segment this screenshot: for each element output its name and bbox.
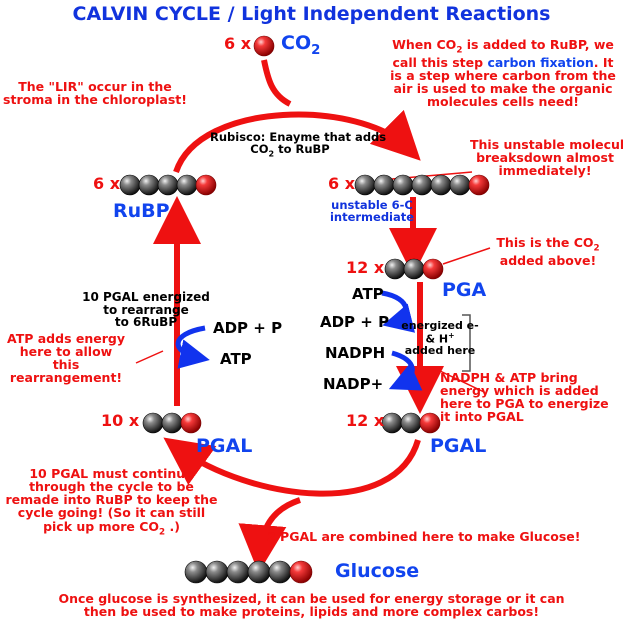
rubp-count: 6 x	[93, 174, 121, 193]
red-atom-sphere	[180, 412, 202, 434]
carbon-atom-sphere	[161, 412, 183, 434]
co2-molecule	[253, 35, 275, 57]
rubisco-note: Rubisco: Enayme that adds CO2 to RuBP	[210, 130, 387, 159]
red-cycle-arrow-top	[173, 59, 421, 174]
pgal-right-label: PGAL	[430, 435, 487, 457]
carbon-atom-sphere	[119, 174, 141, 196]
red-cycle-arrow-bottom	[163, 437, 421, 573]
carbon-atom-sphere	[392, 174, 414, 196]
carbon-atom-sphere	[142, 412, 164, 434]
adp-label-left: ADP + P	[213, 319, 283, 337]
intermediate-count: 6 x	[328, 174, 356, 193]
red-atom-sphere	[195, 174, 217, 196]
red-atom-sphere	[468, 174, 490, 196]
glucose-use-note: Once glucose is synthesized, it can be u…	[58, 591, 565, 620]
red-atom-sphere	[253, 35, 275, 57]
carbon-atom-sphere	[354, 174, 376, 196]
carbon-atom-sphere	[157, 174, 179, 196]
page-title: CALVIN CYCLE / Light Independent Reactio…	[72, 3, 551, 25]
co2-label: CO2	[281, 32, 321, 58]
pgal-left-label: PGAL	[196, 435, 253, 457]
note-pointer-lines	[135, 171, 491, 393]
carbon-atom-sphere	[176, 174, 198, 196]
co2-count: 6 x	[224, 34, 252, 53]
pgal-continue-note: 10 PGAL must continue through the cycle …	[5, 466, 218, 537]
co2-above-note: This is the CO2 added above!	[496, 235, 600, 268]
carbon-atom-sphere	[430, 174, 452, 196]
nadp-label: NADP+	[323, 375, 384, 393]
pgal-right-count: 12 x	[346, 411, 385, 430]
adp-label-right: ADP + P	[320, 313, 390, 331]
energized-electrons-note: energized e- & H+ added here	[401, 319, 479, 357]
nadph-label: NADPH	[325, 344, 386, 362]
carbon-atom-sphere	[411, 174, 433, 196]
carbon-atom-sphere	[381, 412, 403, 434]
carbon-atom-sphere	[226, 560, 250, 584]
carbon-atom-sphere	[400, 412, 422, 434]
rubp-label: RuBP	[113, 200, 170, 222]
rubp-chain	[119, 174, 217, 196]
carbon-atom-sphere	[449, 174, 471, 196]
red-atom-sphere	[419, 412, 441, 434]
atp-label-right: ATP	[352, 285, 384, 303]
red-atom-sphere	[289, 560, 313, 584]
pga-label: PGA	[442, 279, 487, 301]
carbon-atom-sphere	[184, 560, 208, 584]
carbon-atom-sphere	[138, 174, 160, 196]
atp-label-left: ATP	[220, 350, 252, 368]
carbon-atom-sphere	[268, 560, 292, 584]
glucose-label: Glucose	[335, 560, 420, 582]
carbon-atom-sphere	[373, 174, 395, 196]
carbon-atom-sphere	[403, 258, 425, 280]
red-atom-sphere	[422, 258, 444, 280]
carbon-atom-sphere	[205, 560, 229, 584]
glucose-chain	[184, 560, 313, 584]
pgal-left-count: 10 x	[101, 411, 140, 430]
pgal-left-chain	[142, 412, 202, 434]
glucose-combine-note: 2 PGAL are combined here to make Glucose…	[267, 529, 581, 544]
intermediate-chain	[354, 174, 490, 196]
pga-chain	[384, 258, 444, 280]
blue-curved-arrows	[175, 290, 423, 391]
carbon-atom-sphere	[384, 258, 406, 280]
molecule-chains	[119, 35, 490, 584]
carbon-fixation-note: When CO2 is added to RuBP, we call this …	[390, 37, 616, 110]
carbon-atom-sphere	[247, 560, 271, 584]
pgal-right-chain	[381, 412, 441, 434]
energized-bracket	[462, 314, 471, 372]
pga-count: 12 x	[346, 258, 385, 277]
